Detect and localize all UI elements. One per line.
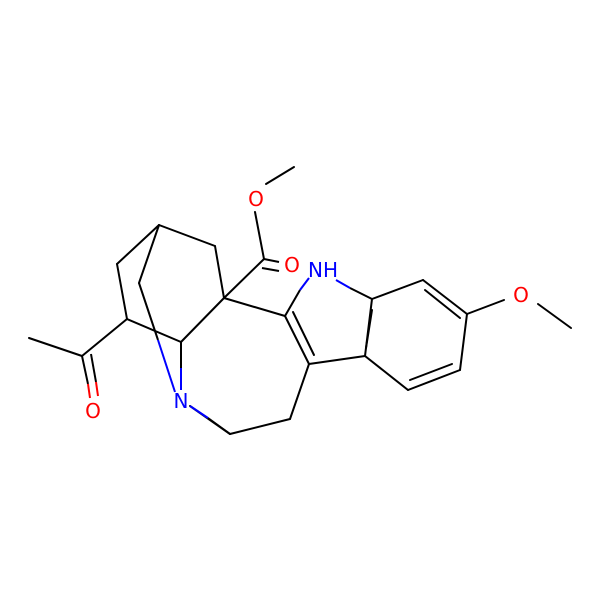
ketone-oxygen-label: O [85, 399, 101, 423]
bond-c4-c3a [364, 355, 409, 391]
ester-carbonyl-oxygen-label: O [284, 253, 300, 277]
bond-c5-c4-a [407, 369, 461, 391]
bond-bridgehead-cage2 [116, 224, 160, 265]
bond-c2-c3-a [284, 315, 310, 365]
bond-acetyl-carbonyl-red-b [95, 381, 99, 397]
amine-nitrogen-label: N [174, 389, 189, 413]
bond-acetyl-carbonyl-b [90, 353, 97, 383]
bond-c3-c3a [308, 355, 366, 365]
bond-acetyl-carbonyl-a [81, 355, 89, 385]
bond-nh-c7a [335, 279, 351, 289]
bond-c3a-c7a-inner [365, 309, 373, 349]
bond-quat-indole-c2 [223, 297, 286, 317]
bond-c2-nh-blue [299, 277, 310, 291]
methoxy-oxygen-label: O [513, 283, 529, 307]
bond-c6-methoxy-o [466, 299, 505, 315]
carbon-skeleton-bonds [28, 166, 572, 435]
bond-ch2-indole-c3 [289, 363, 310, 420]
atom-labels: O O NH O N O [85, 187, 529, 423]
bond-quat-cage1 [214, 245, 225, 299]
bond-c2-nh [284, 289, 301, 317]
bond-c7a-c7 [371, 279, 424, 300]
bond-ch2-ch2 [229, 418, 291, 435]
bond-methoxy-methyl [537, 303, 572, 329]
ester-ether-oxygen-label: O [248, 187, 264, 211]
bond-bridge-n [138, 282, 159, 341]
bond-cage1-bridgehead [158, 224, 216, 247]
heteroatom-bonds [81, 258, 373, 435]
bond-n-ch2-black [207, 417, 231, 435]
bond-c7-c6-a [422, 279, 468, 315]
bond-bridgehead-bridge [138, 224, 160, 284]
bond-bridge-n-blue [157, 339, 176, 393]
bond-c5-c4-b [409, 363, 453, 381]
bond-acetyl-carbonyl-red-a [87, 383, 91, 399]
bond-ester-carbonyl-double-b [261, 267, 280, 272]
bond-cage2-cage3 [116, 263, 128, 320]
bond-carbonyl-to-quat [223, 258, 265, 299]
bond-nh-c7a-black [349, 287, 373, 300]
bond-c6-c5 [459, 313, 468, 371]
bond-ester-methyl [265, 166, 295, 185]
bond-c7-c6-b [424, 289, 461, 319]
indole-nh-label: NH [308, 258, 338, 282]
bond-ester-carbonyl-double-a [263, 258, 280, 263]
bond-ester-o-c [254, 211, 265, 260]
bond-n-ch2-blue [189, 405, 209, 419]
bond-acetyl-to-cage [81, 318, 128, 357]
bond-c2-c3-b [292, 311, 315, 356]
bond-acetyl-methyl [28, 337, 83, 357]
bond-cage4-quat [180, 297, 225, 343]
